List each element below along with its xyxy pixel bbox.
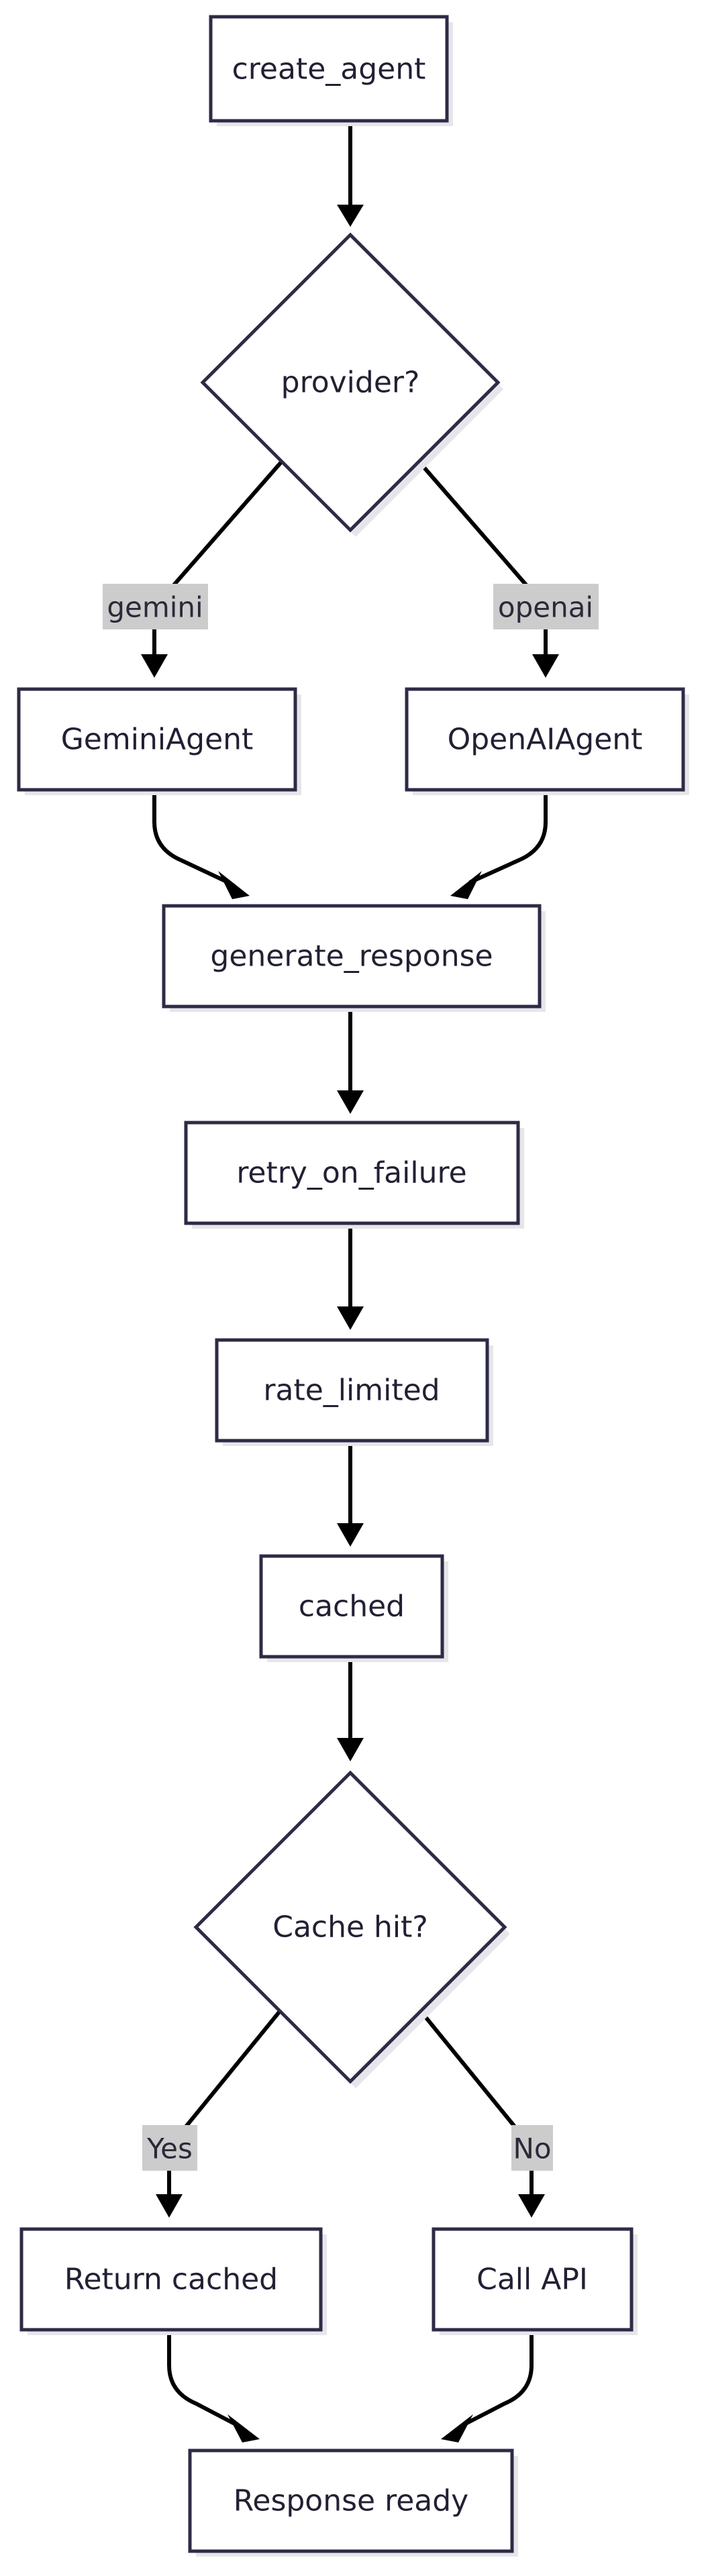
node-gemini-agent: GeminiAgent: [17, 687, 301, 795]
node-retry-on-failure: retry_on_failure: [184, 1121, 524, 1229]
arrowhead: [337, 1090, 364, 1114]
svg-text:rate_limited: rate_limited: [263, 1374, 440, 1408]
arrowhead: [337, 1523, 364, 1547]
node-return-cached: Return cached: [19, 2227, 327, 2335]
svg-text:cached: cached: [299, 1590, 405, 1624]
svg-text:OpenAIAgent: OpenAIAgent: [448, 723, 643, 757]
edge-label-no: No: [511, 2125, 553, 2171]
svg-text:Cache hit?: Cache hit?: [272, 1910, 428, 1945]
svg-text:Response ready: Response ready: [234, 2484, 468, 2518]
node-cached: cached: [259, 1554, 448, 1662]
node-generate-response: generate_response: [162, 904, 546, 1012]
edge-label-yes: Yes: [142, 2125, 197, 2171]
node-rate-limited: rate_limited: [215, 1338, 493, 1446]
arrowhead: [532, 654, 559, 678]
arrowhead: [441, 2414, 473, 2442]
arrowhead: [337, 205, 364, 227]
arrowhead: [518, 2194, 545, 2218]
node-openai-agent: OpenAIAgent: [405, 687, 689, 795]
edge-openai-to-generate: [468, 788, 548, 884]
arrowhead: [218, 871, 250, 899]
svg-text:No: No: [513, 2132, 551, 2165]
svg-text:create_agent: create_agent: [232, 52, 426, 87]
edge-gemini-to-generate: [152, 788, 230, 884]
arrowhead: [156, 2194, 183, 2218]
decision-cache-hit: Cache hit?: [193, 1770, 510, 2088]
node-call-api: Call API: [432, 2227, 638, 2335]
arrowhead: [337, 1738, 364, 1761]
svg-text:Call API: Call API: [476, 2263, 588, 2297]
arrowhead: [228, 2414, 260, 2442]
edge-callapi-to-ready: [460, 2328, 534, 2428]
node-response-ready: Response ready: [188, 2449, 518, 2557]
svg-text:gemini: gemini: [107, 591, 203, 624]
arrowhead: [141, 654, 168, 678]
edge-label-openai: openai: [493, 584, 599, 629]
edge-labels: gemini openai Yes No: [103, 584, 599, 2171]
nodes: create_agent provider? GeminiAgent OpenA…: [17, 15, 689, 2557]
svg-text:generate_response: generate_response: [210, 939, 493, 974]
edge-return-to-ready: [167, 2328, 240, 2428]
svg-text:retry_on_failure: retry_on_failure: [236, 1156, 466, 1190]
decision-provider: provider?: [200, 232, 503, 537]
arrowhead: [450, 871, 482, 899]
svg-text:openai: openai: [498, 591, 593, 624]
node-create-agent: create_agent: [209, 15, 453, 126]
arrowhead: [337, 1306, 364, 1330]
svg-text:Return cached: Return cached: [64, 2263, 278, 2297]
edge-label-gemini: gemini: [103, 584, 208, 629]
svg-text:GeminiAgent: GeminiAgent: [61, 723, 254, 757]
svg-text:Yes: Yes: [146, 2132, 193, 2165]
svg-text:provider?: provider?: [281, 366, 420, 400]
